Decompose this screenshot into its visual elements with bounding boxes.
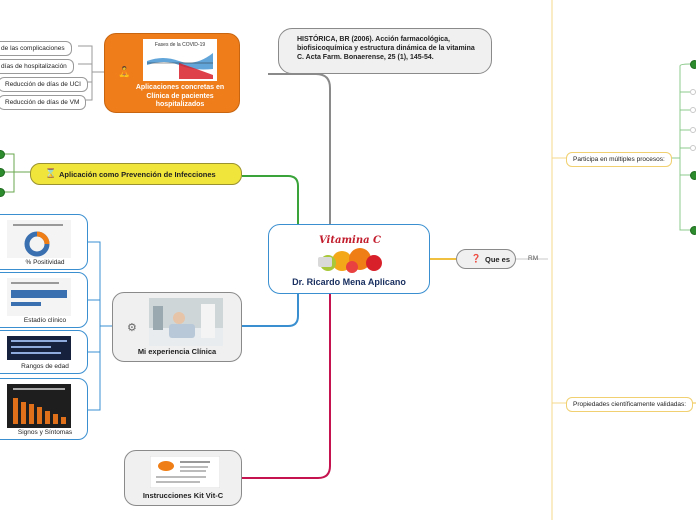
vitamin-c-text: Vitamina C — [319, 235, 381, 246]
que-es-label: Que es — [485, 255, 511, 264]
prevention-subnode-3[interactable] — [0, 188, 5, 197]
covid-phases-chart-image: Fases de la COVID-19 — [143, 39, 217, 81]
clinical-stage-node[interactable]: Estadío clínico — [0, 272, 88, 328]
clinical-stage-chart-image — [7, 278, 71, 316]
participa-subnode-2[interactable] — [690, 89, 696, 95]
connector-prevention — [242, 175, 299, 228]
positivity-node[interactable]: % Positividad — [0, 214, 88, 270]
kit-document-image — [150, 456, 220, 488]
question-icon: ❓ — [471, 254, 481, 263]
applications-label: Aplicaciones concretas en Clínica de pac… — [135, 84, 225, 108]
age-range-caption: Rangos de edad — [21, 363, 69, 370]
prevention-label: Aplicación como Prevención de Infeccione… — [59, 170, 216, 179]
hospital-photo — [149, 298, 223, 346]
positivity-caption: % Positividad — [25, 259, 65, 266]
connector-kit — [242, 292, 331, 479]
participa-subnode-4[interactable] — [690, 127, 696, 133]
prevention-node[interactable]: ⌛ Aplicación como Prevención de Infeccio… — [30, 163, 242, 185]
symptoms-chart-image — [7, 384, 71, 428]
que-es-note: RM — [528, 255, 539, 262]
person-icon: 🧘 — [118, 67, 131, 78]
experience-label: Mi experiencia Clínica — [137, 347, 217, 356]
que-es-node[interactable]: ❓ Que es — [456, 249, 516, 269]
positivity-chart-image — [7, 220, 71, 258]
participa-subnode-7[interactable] — [690, 226, 696, 235]
participa-subnode-6[interactable] — [690, 171, 696, 180]
age-range-node[interactable]: Rangos de edad — [0, 330, 88, 374]
clinical-stage-caption: Estadío clínico — [23, 317, 67, 324]
leaf-vm-days[interactable]: Reducción de días de VM — [0, 95, 87, 110]
prevention-subnode-1[interactable] — [0, 150, 5, 159]
age-range-chart-image — [7, 336, 71, 360]
prevention-subnode-2[interactable] — [0, 168, 5, 177]
connector-experience — [242, 290, 299, 327]
kit-node[interactable]: Instrucciones Kit Vit-C — [124, 450, 242, 506]
participa-subnode-3[interactable] — [690, 107, 696, 113]
covid-chart-title: Fases de la COVID-19 — [155, 42, 206, 48]
experience-node[interactable]: ⚙ Mi experiencia Clínica — [112, 292, 242, 362]
reference-text: HISTÓRICA, BR (2006). Acción farmacológi… — [297, 36, 475, 61]
gear-icon: ⚙ — [127, 322, 137, 334]
reference-node[interactable]: HISTÓRICA, BR (2006). Acción farmacológi… — [278, 28, 492, 74]
hourglass-icon: ⌛ — [45, 168, 57, 178]
applications-node[interactable]: 🧘 Fases de la COVID-19 Aplicaciones conc… — [104, 33, 240, 113]
participa-node[interactable]: Participa en múltiples procesos: — [566, 152, 672, 167]
vitamin-c-image: Vitamina C — [312, 229, 388, 275]
participa-subnode-1[interactable] — [690, 60, 696, 69]
participa-subnode-5[interactable] — [690, 145, 696, 151]
central-topic[interactable]: Vitamina C Dr. Ricardo Mena Aplicano — [268, 224, 430, 294]
propiedades-node[interactable]: Propiedades científicamente validadas: — [566, 397, 694, 412]
leaf-icu-days[interactable]: Reducción de días de UCI — [0, 77, 88, 92]
kit-label: Instrucciones Kit Vit-C — [142, 491, 224, 500]
leaf-hospital-days[interactable]: de días de hospitalización — [0, 59, 74, 74]
symptoms-node[interactable]: Signos y Síntomas — [0, 378, 88, 440]
leaf-complications[interactable]: ón de las complicaciones — [0, 41, 72, 56]
central-title: Dr. Ricardo Mena Aplicano — [292, 277, 406, 287]
symptoms-caption: Signos y Síntomas — [17, 429, 73, 436]
